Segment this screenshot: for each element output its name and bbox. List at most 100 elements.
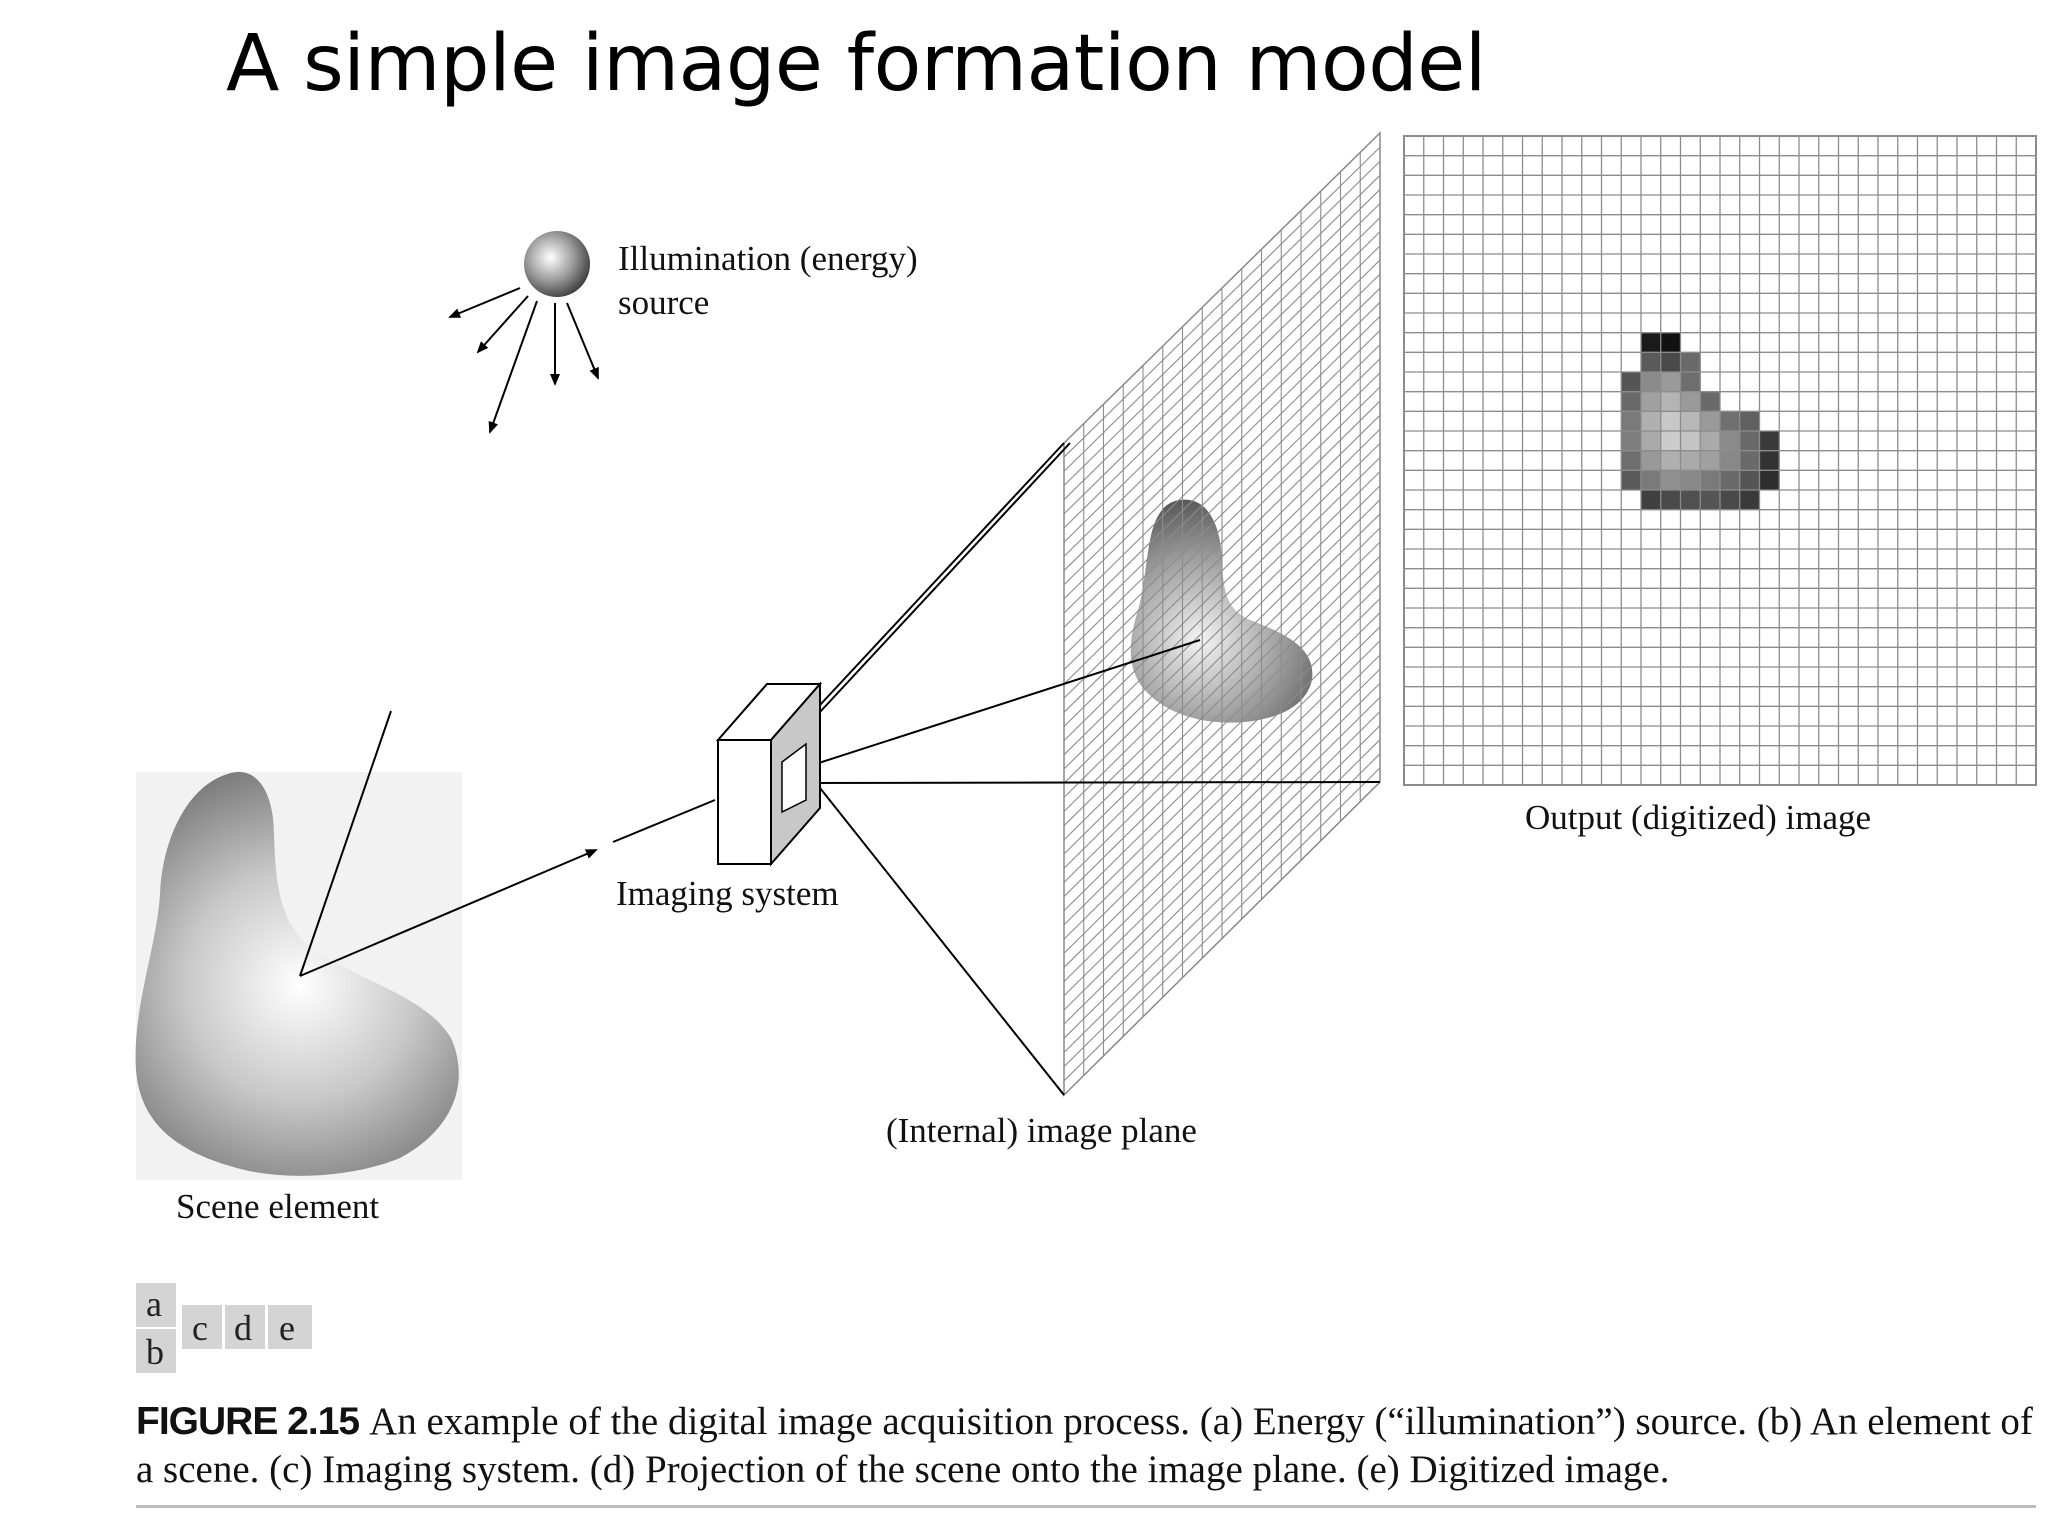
panel-box-d [225, 1305, 265, 1349]
internal-grid-line [1063, 499, 1381, 812]
projection-line [796, 781, 1381, 784]
slide-title: A simple image formation model [226, 19, 1486, 109]
internal-grid-line [1063, 344, 1381, 657]
digitized-pixel [1621, 391, 1642, 412]
internal-grid-line [1063, 640, 1381, 954]
projection-line [819, 442, 1071, 713]
internal-grid-line [1063, 668, 1381, 982]
digitized-pixel [1700, 391, 1721, 412]
light-ray [488, 300, 538, 434]
output-digitized-image: Output (digitized) image [1403, 135, 2037, 837]
image-plane-label: (Internal) image plane [886, 1111, 1197, 1150]
imaging-system: Imaging system [616, 681, 839, 913]
digitized-pixel [1621, 372, 1642, 393]
internal-grid-line [1063, 513, 1381, 827]
digitized-pixel [1660, 372, 1681, 393]
internal-grid-line [1063, 287, 1381, 600]
internal-grid-line [1063, 739, 1381, 1053]
digitized-pixel [1641, 411, 1662, 432]
internal-grid-line [1063, 584, 1381, 897]
digitized-pixel [1680, 470, 1701, 491]
digitized-pixel [1641, 490, 1662, 511]
camera-lens-opening [781, 742, 807, 814]
digitized-pixel [1660, 431, 1681, 452]
internal-grid-line [1063, 555, 1381, 869]
digitized-pixel [1660, 352, 1681, 373]
internal-grid-line [1063, 569, 1381, 883]
internal-grid-line [1063, 428, 1381, 742]
caption-rule [136, 1505, 2036, 1508]
internal-grid-line [1063, 753, 1381, 1068]
digitized-pixel [1680, 490, 1701, 511]
digitized-pixel [1720, 411, 1741, 432]
internal-grid-line [1063, 612, 1381, 926]
caption-text: An example of the digital image acquisit… [136, 1400, 2033, 1491]
internal-grid-line [1063, 471, 1381, 784]
internal-grid-line [1063, 330, 1381, 642]
scene-element: Scene element [135, 771, 462, 1226]
digitized-pixel [1660, 391, 1681, 412]
digitized-pixel [1621, 450, 1642, 471]
digitized-pixel [1621, 470, 1642, 491]
internal-grid-line [1063, 203, 1381, 515]
internal-grid-line [1063, 358, 1381, 671]
reflection-rays [299, 710, 716, 977]
illumination-label-line2: source [618, 283, 709, 322]
light-ray [566, 302, 599, 380]
digitized-pixel [1739, 450, 1760, 471]
digitized-pixel [1759, 450, 1780, 471]
internal-grid-line [1063, 767, 1381, 1082]
internal-grid-line [1063, 414, 1381, 727]
digitized-pixel [1641, 332, 1662, 353]
internal-grid [1063, 146, 1381, 1082]
panel-box-a [136, 1283, 176, 1327]
internal-grid-line [1063, 217, 1381, 529]
light-rays [448, 287, 599, 434]
internal-grid-line [1063, 457, 1381, 770]
illumination-source: Illumination (energy) source [448, 231, 918, 434]
output-grid [1403, 135, 2037, 786]
digitized-pixel [1759, 470, 1780, 491]
digitized-pixel [1641, 352, 1662, 373]
imaging-system-label: Imaging system [616, 874, 839, 913]
internal-grid-line [1063, 485, 1381, 798]
digitized-pixel [1739, 490, 1760, 511]
digitized-pixel [1680, 411, 1701, 432]
internal-grid-line [1063, 174, 1381, 486]
panel-box-e [268, 1305, 312, 1349]
reflected-ray-continuation [612, 799, 716, 843]
digitized-pixel [1660, 332, 1681, 353]
internal-grid-line [1063, 442, 1381, 756]
digitized-pixel [1700, 411, 1721, 432]
light-sphere-icon [524, 231, 590, 297]
panel-letter-b: b [146, 1332, 164, 1372]
digitized-pixel [1621, 431, 1642, 452]
digitized-pixel [1680, 450, 1701, 471]
digitized-pixel [1660, 490, 1681, 511]
digitized-pixel [1739, 411, 1760, 432]
internal-grid-line [1063, 711, 1381, 1025]
reflected-ray [299, 849, 598, 977]
digitized-pixel [1660, 450, 1681, 471]
digitized-pixel [1700, 490, 1721, 511]
digitized-pixel [1641, 391, 1662, 412]
internal-grid-line [1063, 146, 1381, 458]
digitized-pixel [1720, 490, 1741, 511]
internal-grid-line [1063, 259, 1381, 571]
figure-label: FIGURE 2.15 [136, 1400, 360, 1443]
panel-letter-a: a [146, 1284, 162, 1324]
digitized-pixel [1641, 470, 1662, 491]
internal-grid-line [1063, 372, 1381, 685]
output-image-label: Output (digitized) image [1525, 798, 1871, 837]
scene-blob [135, 771, 459, 1176]
internal-grid-line [1063, 654, 1381, 968]
internal-grid-line [1063, 245, 1381, 557]
internal-grid-line [1063, 725, 1381, 1039]
internal-grid-line [1063, 400, 1381, 713]
scene-element-label: Scene element [176, 1187, 379, 1226]
digitized-pixel [1660, 470, 1681, 491]
panel-letter-e: e [279, 1308, 295, 1348]
digitized-pixel [1700, 431, 1721, 452]
